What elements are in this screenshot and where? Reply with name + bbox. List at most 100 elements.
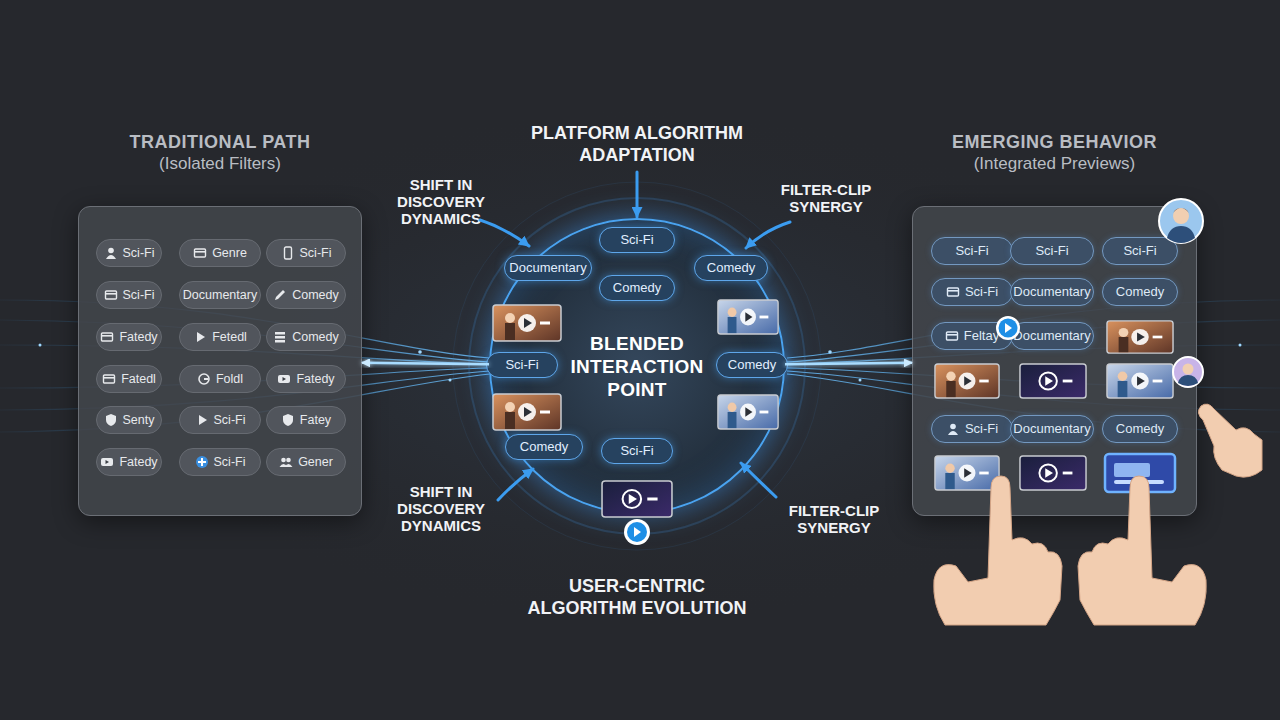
chip-icon bbox=[104, 246, 118, 260]
chip-icon bbox=[193, 246, 207, 260]
icon-shape bbox=[946, 332, 957, 340]
avatar-head bbox=[1173, 208, 1189, 224]
outer-ring bbox=[453, 182, 821, 550]
icon-shape bbox=[101, 458, 113, 466]
chip-label: Sci-Fi bbox=[214, 413, 246, 427]
chip-label: Sci-Fi bbox=[955, 244, 988, 258]
icon-shape bbox=[196, 456, 208, 468]
genre-chip: Sci-Fi bbox=[601, 438, 673, 464]
icon-shape bbox=[104, 375, 115, 383]
chip-label: Genre bbox=[212, 246, 247, 260]
avatar-head bbox=[1183, 364, 1194, 375]
chip-label: Comedy bbox=[292, 330, 339, 344]
chip-label: Sci-Fi bbox=[214, 455, 246, 469]
callout-label: SHIFT IN DISCOVERY DYNAMICS bbox=[385, 483, 497, 534]
preview-chip: Sci-Fi bbox=[1010, 237, 1094, 265]
user-avatar bbox=[1173, 357, 1203, 387]
chip-label: Comedy bbox=[613, 281, 661, 295]
chip-label: Fatey bbox=[300, 413, 331, 427]
icon-shape bbox=[280, 464, 293, 467]
filter-chip: Comedy bbox=[266, 281, 346, 309]
play-icon bbox=[634, 527, 641, 537]
flow-arrow bbox=[362, 363, 489, 365]
callout-label: FILTER-CLIP SYNERGY bbox=[770, 181, 882, 215]
callout-label: PLATFORM ALGORITHM ADAPTATION bbox=[519, 122, 755, 166]
chip-label: Fatedy bbox=[119, 455, 157, 469]
chip-label: Documentary bbox=[1013, 422, 1090, 436]
icon-shape bbox=[199, 374, 209, 384]
chip-icon bbox=[104, 288, 118, 302]
filter-chip: Fetedl bbox=[179, 323, 261, 351]
light-particle bbox=[1239, 344, 1242, 347]
video-thumbnail bbox=[493, 305, 561, 341]
icon-shape bbox=[278, 375, 290, 383]
edge-layer bbox=[362, 363, 912, 365]
light-particle bbox=[828, 350, 832, 354]
light-particle bbox=[418, 350, 422, 354]
icon-shape bbox=[197, 332, 205, 342]
chip-label: Sci-Fi bbox=[123, 246, 155, 260]
icon-shape bbox=[947, 288, 958, 296]
light-particle bbox=[859, 379, 862, 382]
callout-label: USER-CENTRIC ALGORITHM EVOLUTION bbox=[519, 575, 755, 619]
icon-shape bbox=[102, 335, 113, 337]
video-thumbnail bbox=[493, 394, 561, 430]
chip-label: Fetedl bbox=[212, 330, 247, 344]
filter-chip: Foldl bbox=[179, 365, 261, 393]
chip-icon bbox=[102, 372, 116, 386]
play-badge bbox=[996, 316, 1020, 340]
pointing-hand bbox=[934, 476, 1062, 625]
chip-icon bbox=[195, 455, 209, 469]
chip-label: Sci-Fi bbox=[620, 233, 653, 247]
chip-label: Comedy bbox=[1116, 285, 1164, 299]
filter-chip: Genre bbox=[179, 239, 261, 267]
chip-label: Comedy bbox=[707, 261, 755, 275]
video-thumbnail bbox=[1020, 456, 1086, 490]
chip-icon bbox=[193, 330, 207, 344]
filter-panel: Sci-FiGenreSci-FiSci-FiDocumentaryComedy… bbox=[78, 206, 362, 516]
icon-shape bbox=[106, 460, 110, 464]
icon-shape bbox=[275, 336, 285, 339]
chip-label: Documentary bbox=[509, 261, 586, 275]
filter-chip: Sci-Fi bbox=[179, 448, 261, 476]
video-thumbnail bbox=[1107, 364, 1173, 398]
video-thumbnail bbox=[1107, 321, 1173, 353]
chip-label: Sci-Fi bbox=[300, 246, 332, 260]
icon-shape bbox=[195, 251, 206, 253]
chip-label: Sci-Fi bbox=[965, 285, 998, 299]
preview-chip: Documentary bbox=[1010, 278, 1094, 306]
icon-shape bbox=[195, 249, 206, 257]
filter-chip: Sci-Fi bbox=[266, 239, 346, 267]
pointing-hand bbox=[1078, 476, 1206, 625]
preview-chip: Documentary bbox=[1010, 415, 1094, 443]
icon-shape bbox=[104, 377, 115, 379]
genre-chip: Sci-Fi bbox=[599, 227, 675, 253]
icon-shape bbox=[199, 415, 207, 425]
preview-chip: Documentary bbox=[1010, 322, 1094, 350]
pointing-hand bbox=[1198, 404, 1262, 477]
chip-label: Fatedy bbox=[296, 372, 334, 386]
icon-shape bbox=[275, 340, 285, 343]
icon-shape bbox=[948, 431, 958, 435]
filter-chip: Sci-Fi bbox=[96, 281, 162, 309]
chip-icon bbox=[195, 413, 209, 427]
callout-arrow bbox=[746, 222, 790, 248]
filter-panel: Sci-FiSci-FiSci-FiSci-FiDocumentaryComed… bbox=[912, 206, 1197, 516]
icon-shape bbox=[102, 333, 113, 341]
icon-shape bbox=[283, 377, 287, 381]
chip-label: Sci-Fi bbox=[620, 444, 653, 458]
chip-icon bbox=[946, 285, 960, 299]
chip-label: Fatedy bbox=[119, 330, 157, 344]
chip-icon bbox=[279, 455, 293, 469]
filter-chip: Fatey bbox=[266, 406, 346, 434]
chip-label: Documentary bbox=[183, 288, 257, 302]
avatar-hair bbox=[1173, 208, 1189, 213]
callout-arrow bbox=[636, 172, 639, 217]
chip-icon bbox=[100, 330, 114, 344]
video-thumbnail bbox=[718, 395, 778, 429]
chip-label: Comedy bbox=[728, 358, 776, 372]
genre-chip: Documentary bbox=[504, 255, 592, 281]
chip-label: Feltay bbox=[964, 329, 999, 343]
